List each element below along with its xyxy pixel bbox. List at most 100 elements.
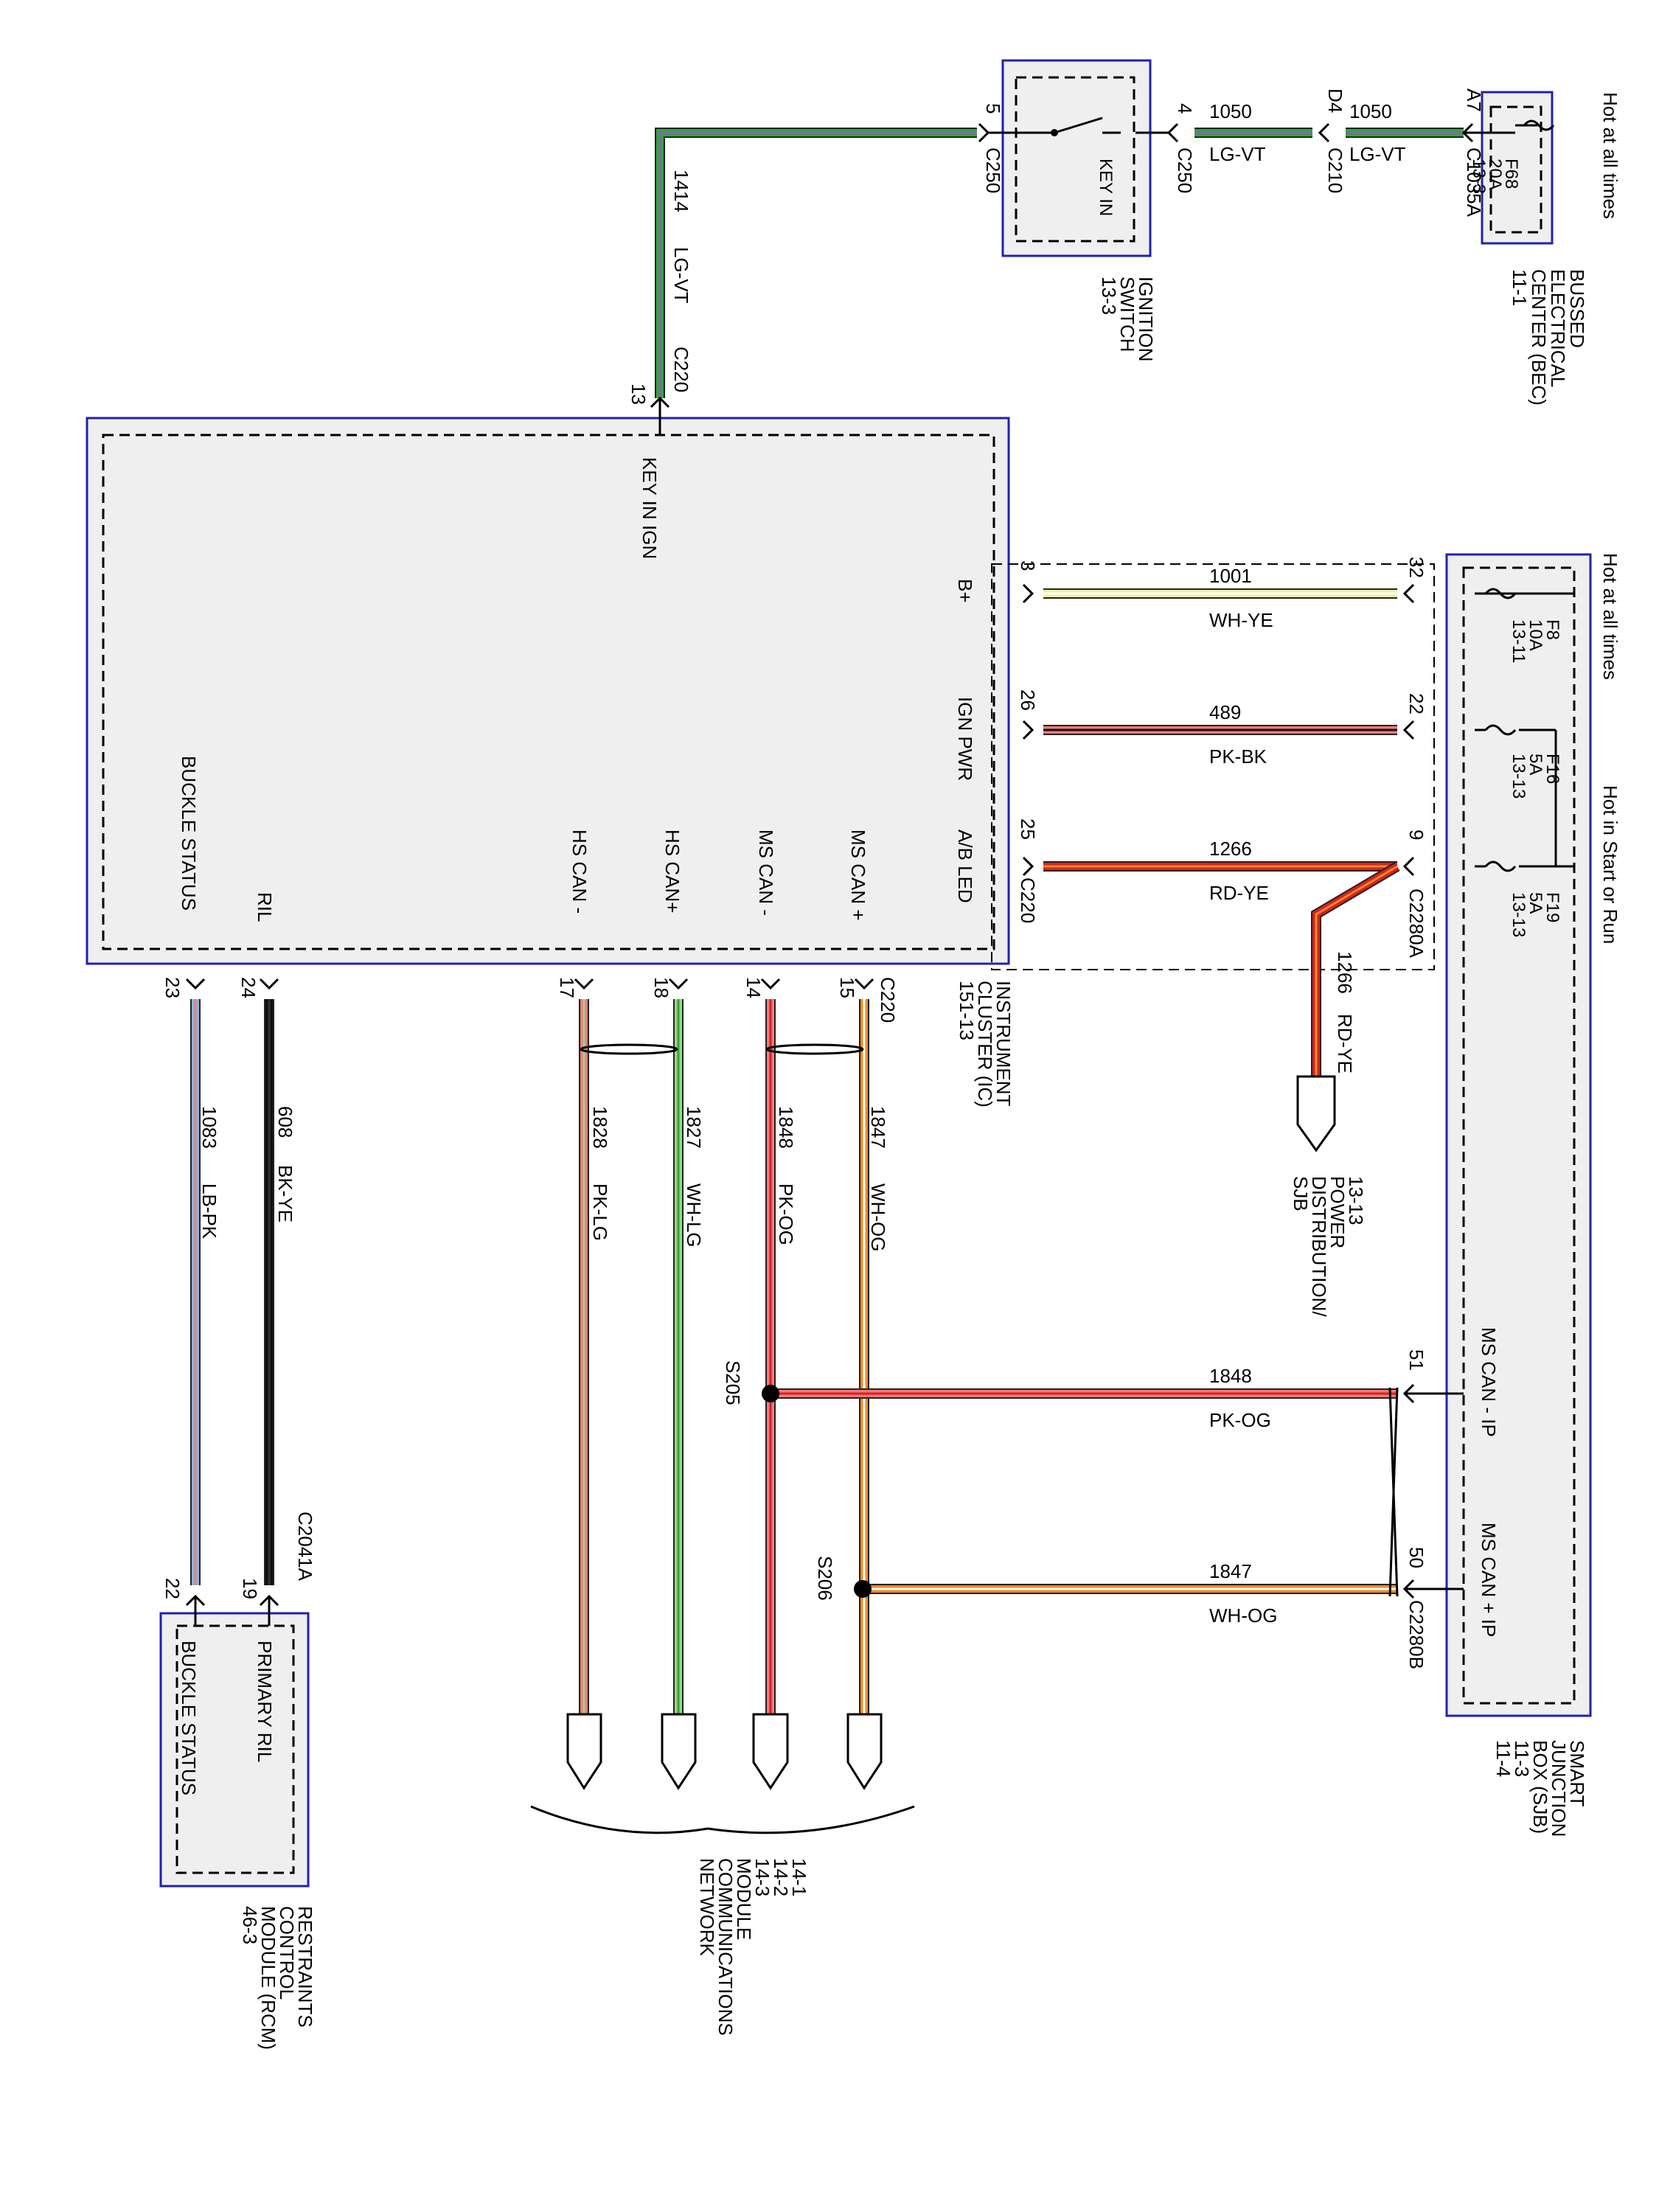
ic-name-3: 151-13: [956, 981, 978, 1040]
connector-c220-bottom-label: C220: [877, 977, 899, 1023]
wire-1828-circuit: 1828: [589, 1106, 611, 1149]
wire-1266b: [1311, 861, 1400, 1077]
connector-c220-top-label: C220: [670, 347, 692, 392]
instrument-cluster-module: [86, 417, 1435, 970]
pin-13-label: 13: [627, 383, 650, 405]
terminator-hs-can-plus: [661, 1713, 697, 1790]
wire-1266b-circuit: 1266: [1334, 951, 1356, 994]
rcm-buckle-status: BUCKLE STATUS: [178, 1641, 200, 1795]
sjb-power-top: Hot at all times: [1599, 553, 1621, 680]
sjb-name-2: JUNCTION: [1548, 1740, 1570, 1837]
sjb-power-bottom: Hot in Start or Run: [1599, 785, 1621, 944]
fuse-f68-label-1: F68: [1501, 159, 1521, 189]
ignition-name-1: IGNITION: [1135, 276, 1157, 362]
wire-489-circuit: 489: [1209, 701, 1241, 723]
bec-power-label: Hot at all times: [1599, 92, 1621, 219]
fuse-f19-label-3: 13-13: [1509, 892, 1528, 937]
arrow-pin18: [668, 978, 689, 990]
fuse-f8-label-3: 13-11: [1509, 619, 1528, 664]
arrow-pin24: [259, 978, 279, 990]
connector-c250-left-label: C250: [982, 147, 1004, 193]
fuse-f68-label-3: 13-3: [1469, 159, 1489, 194]
sjb-ms-can-plus-ip: MS CAN + IP: [1478, 1523, 1500, 1637]
wire-1266b-color: RD-YE: [1334, 1014, 1356, 1074]
pin-32-label: 32: [1405, 557, 1427, 578]
ic-ms-can-plus-label: MS CAN +: [847, 830, 869, 921]
connector-c250-right-label: C250: [1174, 147, 1196, 193]
fuse-f16-label-1: F16: [1543, 754, 1562, 784]
wire-1414-color: LG-VT: [670, 247, 692, 304]
ic-hs-can-minus-label: HS CAN -: [568, 830, 591, 914]
ignition-name-3: 13-3: [1098, 276, 1120, 315]
labels: Hot at all times F68 20A 13-3 BUSSED ELE…: [161, 88, 1621, 2050]
wire-1847-circuit: 1847: [867, 1106, 889, 1149]
wire-608-color: BK-YE: [274, 1165, 296, 1222]
bec-name-1: BUSSED: [1566, 269, 1588, 348]
network-name-6: NETWORK: [696, 1858, 718, 1957]
pin-d4-label: D4: [1324, 88, 1346, 113]
arrow-c250-left: [978, 122, 990, 143]
pin-5-label: 5: [982, 103, 1004, 114]
rcm-name-2: CONTROL: [276, 1906, 298, 2000]
sjb-name-4: 11-3: [1511, 1740, 1533, 1777]
wires-layer: [190, 128, 1464, 1714]
terminator-ms-can-plus: [846, 1713, 883, 1790]
arrow-pin17: [574, 978, 594, 990]
network-brace: [530, 1805, 915, 1834]
pin-24-label: 24: [237, 977, 260, 998]
terminator-hs-can-minus: [566, 1713, 602, 1790]
pin-3-label: 3: [1017, 560, 1039, 571]
wire-489-color: PK-BK: [1209, 745, 1267, 768]
rcm-name-3: MODULE (RCM): [257, 1906, 279, 2050]
splice-s206-dot: [854, 1580, 872, 1598]
splice-s205-label: S205: [722, 1360, 744, 1405]
pin-19-label: 19: [239, 1578, 261, 1599]
arrow-pin9: [1402, 856, 1415, 877]
wire-608-circuit: 608: [274, 1106, 296, 1138]
pin-51-label: 51: [1405, 1349, 1427, 1371]
connector-c2280a-label: C2280A: [1405, 888, 1427, 959]
arrow-pin23: [185, 978, 206, 990]
network-name-4: MODULE: [733, 1858, 755, 1940]
connector-c2280b-label: C2280B: [1405, 1600, 1427, 1669]
connector-c220-right-label: C220: [1017, 877, 1039, 923]
pd-name-1: 13-13: [1345, 1176, 1367, 1225]
ic-name-2: CLUSTER (IC): [974, 981, 996, 1107]
bec-name-3: CENTER (BEC): [1528, 269, 1550, 406]
ic-hs-can-plus-label: HS CAN+: [661, 830, 684, 913]
splice-s206-label: S206: [814, 1556, 836, 1601]
wire-1050a-circuit: 1050: [1209, 100, 1252, 122]
fuse-f8-label-2: 10A: [1526, 619, 1545, 651]
bec-name-2: ELECTRICAL: [1547, 269, 1569, 387]
ic-ab-led-label: A/B LED: [954, 830, 976, 903]
rcm-name-4: 46-3: [239, 1906, 261, 1944]
wire-1001-circuit: 1001: [1209, 565, 1252, 587]
wire-1050b-color: LG-VT: [1349, 143, 1406, 165]
ic-buckle-status-label: BUCKLE STATUS: [178, 756, 200, 911]
sjb-module: [1445, 553, 1592, 1717]
pin-4-label: 4: [1174, 103, 1196, 114]
pin-50-label: 50: [1405, 1547, 1427, 1568]
fuse-f8-label-1: F8: [1543, 619, 1562, 640]
ic-name-1: INSTRUMENT: [992, 981, 1015, 1107]
ignition-switch-contact-icon: [1032, 116, 1121, 136]
pin-a7-label: A7: [1463, 88, 1485, 112]
fuse-f68-label-2: 20A: [1485, 159, 1505, 190]
ignition-switch-module: [1001, 59, 1152, 257]
can-twist-marks: [580, 1043, 1399, 1597]
fuse-f16-label-2: 5A: [1526, 754, 1545, 775]
wire-1847h-color: WH-OG: [1209, 1604, 1277, 1627]
connector-c1035a-label: C1035A: [1463, 147, 1485, 218]
pin-17-label: 17: [556, 977, 578, 998]
wire-1266-circuit: 1266: [1209, 838, 1252, 860]
sjb-ms-can-minus-ip: MS CAN - IP: [1478, 1327, 1500, 1437]
ic-b-plus-label: B+: [954, 579, 976, 603]
connector-c210-label: C210: [1324, 147, 1346, 193]
arrow-pin32: [1402, 583, 1415, 604]
wire-1847h-circuit: 1847: [1209, 1560, 1252, 1582]
ignition-key-in-label: KEY IN: [1096, 159, 1116, 216]
bec-name-4: 11-1: [1509, 269, 1531, 306]
fuse-f16-label-3: 13-13: [1509, 754, 1528, 799]
wire-1414: [655, 128, 977, 398]
